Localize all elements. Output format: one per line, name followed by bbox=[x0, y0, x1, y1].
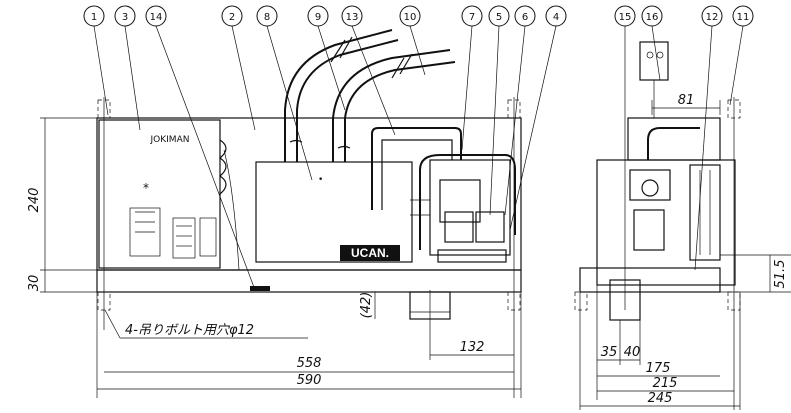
balloon-label: 12 bbox=[706, 12, 719, 23]
dim-590: 590 bbox=[297, 373, 322, 388]
balloon-16: 16 bbox=[641, 5, 663, 27]
balloon-10: 10 bbox=[399, 5, 421, 27]
front-dimensions: 240 30 (42) 4-吊りボルト用穴φ12 132 558 590 bbox=[27, 117, 522, 398]
dim-30: 30 bbox=[27, 275, 42, 292]
ucan-logo: UCAN. bbox=[351, 246, 389, 260]
holes-label: 4-吊りボルト用穴φ12 bbox=[125, 323, 254, 338]
dim-81: 81 bbox=[678, 93, 695, 108]
svg-text:•: • bbox=[318, 175, 323, 185]
balloon-label: 9 bbox=[315, 12, 321, 23]
front-view: JOKIMAN * • UCAN. bbox=[96, 29, 522, 398]
dim-51-5: 51.5 bbox=[773, 260, 788, 289]
balloon-1: 1 bbox=[83, 5, 105, 27]
balloon-11: 11 bbox=[732, 5, 754, 27]
balloon-label: 16 bbox=[646, 12, 659, 23]
balloon-label: 5 bbox=[496, 12, 502, 23]
balloon-14: 14 bbox=[145, 5, 167, 27]
balloon-label: 4 bbox=[553, 12, 559, 23]
balloon-6: 6 bbox=[514, 5, 536, 27]
dim-245: 245 bbox=[648, 391, 673, 406]
brand-label: JOKIMAN bbox=[150, 135, 190, 145]
side-view: 81 51.5 35 40 175 215 245 bbox=[574, 41, 791, 410]
balloon-label: 10 bbox=[404, 12, 417, 23]
balloon-12: 12 bbox=[701, 5, 723, 27]
dim-240: 240 bbox=[27, 188, 42, 213]
balloon-label: 3 bbox=[122, 12, 128, 23]
balloon-13: 13 bbox=[341, 5, 363, 27]
dim-132: 132 bbox=[460, 340, 485, 355]
dim-35: 35 bbox=[601, 345, 618, 360]
balloon-label: 6 bbox=[522, 12, 528, 23]
dim-42: (42) bbox=[359, 292, 374, 319]
balloon-label: 14 bbox=[150, 12, 163, 23]
dim-40: 40 bbox=[624, 345, 641, 360]
balloon-7: 7 bbox=[461, 5, 483, 27]
svg-text:*: * bbox=[143, 181, 149, 195]
dim-215: 215 bbox=[653, 376, 678, 391]
balloon-2: 2 bbox=[221, 5, 243, 27]
balloon-label: 2 bbox=[229, 12, 235, 23]
balloon-4: 4 bbox=[545, 5, 567, 27]
balloon-label: 8 bbox=[264, 12, 270, 23]
dim-175: 175 bbox=[646, 361, 671, 376]
balloon-leaders bbox=[93, 25, 744, 310]
balloon-label: 1 bbox=[91, 12, 97, 23]
dim-558: 558 bbox=[297, 356, 322, 371]
balloon-3: 3 bbox=[114, 5, 136, 27]
balloon-label: 15 bbox=[619, 12, 632, 23]
balloon-15: 15 bbox=[614, 5, 636, 27]
balloon-label: 13 bbox=[346, 12, 359, 23]
balloon-label: 7 bbox=[469, 12, 475, 23]
balloon-5: 5 bbox=[488, 5, 510, 27]
balloon-9: 9 bbox=[307, 5, 329, 27]
balloon-label: 11 bbox=[737, 12, 750, 23]
balloon-8: 8 bbox=[256, 5, 278, 27]
